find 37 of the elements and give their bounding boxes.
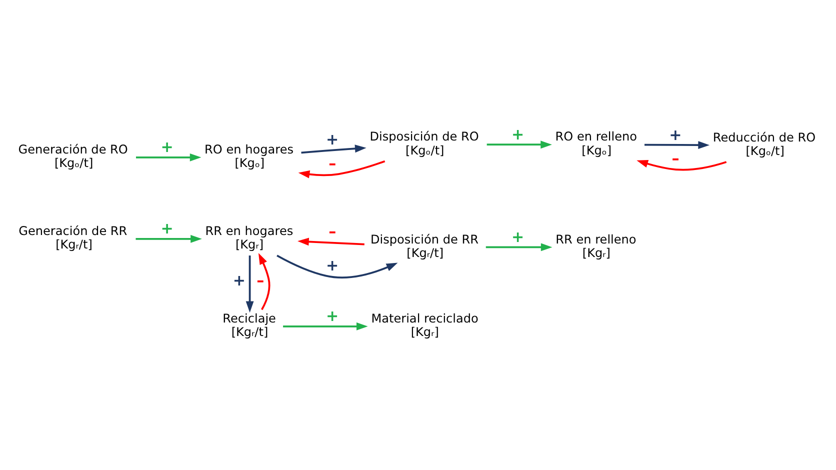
edge-label: +	[326, 130, 339, 148]
arrow	[246, 255, 254, 312]
node-text: RR en hogares [Kgᵣ]	[205, 223, 294, 252]
arrow	[636, 159, 727, 170]
edge-label: –	[328, 222, 336, 240]
edge-label: +	[160, 138, 174, 156]
arrow	[276, 254, 398, 278]
edge-label: +	[512, 124, 524, 143]
node-text: Material reciclado [Kgᵣ]	[371, 310, 478, 339]
edge-label: +	[160, 219, 174, 238]
arrow	[486, 242, 552, 251]
arrow	[136, 152, 202, 161]
arrow	[298, 237, 364, 246]
node-text: Disposición de RR [Kgᵣ/t]	[370, 232, 478, 260]
arrow	[283, 322, 368, 330]
node-text: RO en relleno [Kgₒ]	[555, 129, 638, 157]
edge-label: +	[326, 256, 339, 274]
edge-label: +	[326, 306, 339, 325]
edge-label: –	[672, 148, 680, 167]
node-text: RO en hogares [Kgₒ]	[204, 142, 294, 170]
arrow	[258, 252, 270, 310]
arrow	[301, 144, 366, 154]
edge-label: +	[669, 126, 682, 144]
edge-label: –	[256, 271, 264, 290]
node-text: Reciclaje [Kgᵣ/t]	[222, 310, 276, 339]
edge-label: –	[328, 154, 336, 172]
node-text: Generación de RR [Kgᵣ/t]	[18, 223, 128, 252]
arrow	[298, 160, 386, 178]
node-text: Disposición de RO [Kgₒ/t]	[370, 129, 479, 157]
node-text: Reducción de RO [Kgₒ/t]	[712, 130, 816, 158]
node-text: Generación de RO [Kgₒ/t]	[18, 142, 128, 170]
arrow	[486, 140, 552, 148]
node-text: RR en relleno [Kgᵣ]	[556, 232, 636, 260]
edge-label: +	[512, 227, 524, 246]
arrow	[644, 140, 710, 149]
edge-label: +	[232, 271, 246, 290]
arrow	[136, 234, 202, 242]
